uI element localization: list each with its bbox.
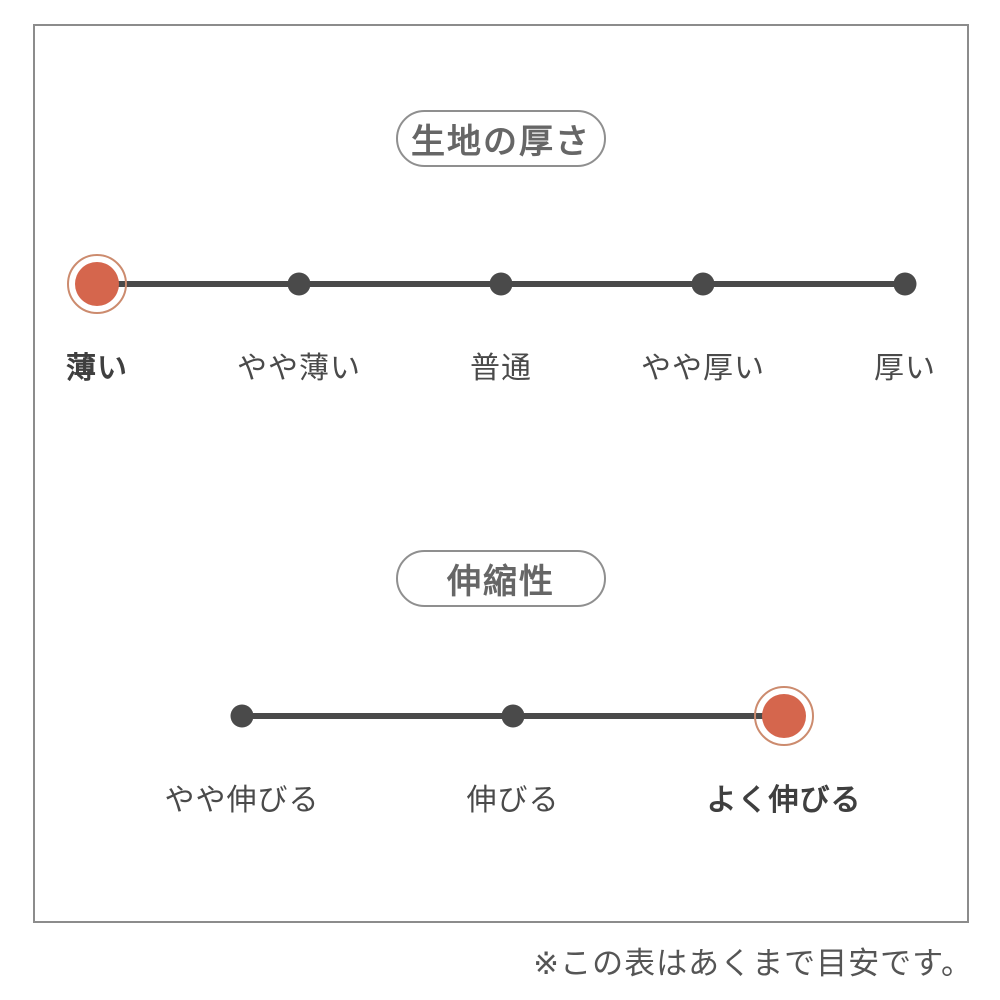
scale-option-label: よく伸びる — [706, 783, 862, 818]
chart-frame: 生地の厚さ 薄い やや薄い 普通 やや厚い 厚い 伸縮性 やや伸びる 伸びる よく伸びる — [33, 24, 969, 923]
scale-option-label: やや厚い — [641, 351, 765, 386]
scale-option-label: 伸びる — [466, 783, 560, 818]
scale-title-pill-thickness: 生地の厚さ — [396, 110, 606, 167]
selected-dot-ring — [67, 254, 127, 314]
scale-dot-selected — [762, 694, 806, 738]
scale-dot — [489, 272, 513, 296]
scale-option-label: やや伸びる — [164, 783, 320, 818]
selected-dot-ring — [754, 686, 814, 746]
scale-option-label: 薄い — [66, 351, 128, 386]
scale-dot-selected — [75, 262, 119, 306]
scale-dot — [230, 704, 254, 728]
footer-note: ※この表はあくまで目安です。 — [533, 946, 973, 982]
scale-option-label: やや薄い — [237, 351, 361, 386]
scale-dot — [893, 272, 917, 296]
scale-title-stretch: 伸縮性 — [447, 562, 555, 602]
scale-option-label: 普通 — [470, 351, 532, 386]
scale-title-thickness: 生地の厚さ — [411, 122, 591, 162]
scale-title-pill-stretch: 伸縮性 — [396, 550, 606, 607]
scale-dot — [691, 272, 715, 296]
scale-option-label: 厚い — [874, 351, 936, 386]
scale-dot — [501, 704, 525, 728]
scale-dot — [287, 272, 311, 296]
